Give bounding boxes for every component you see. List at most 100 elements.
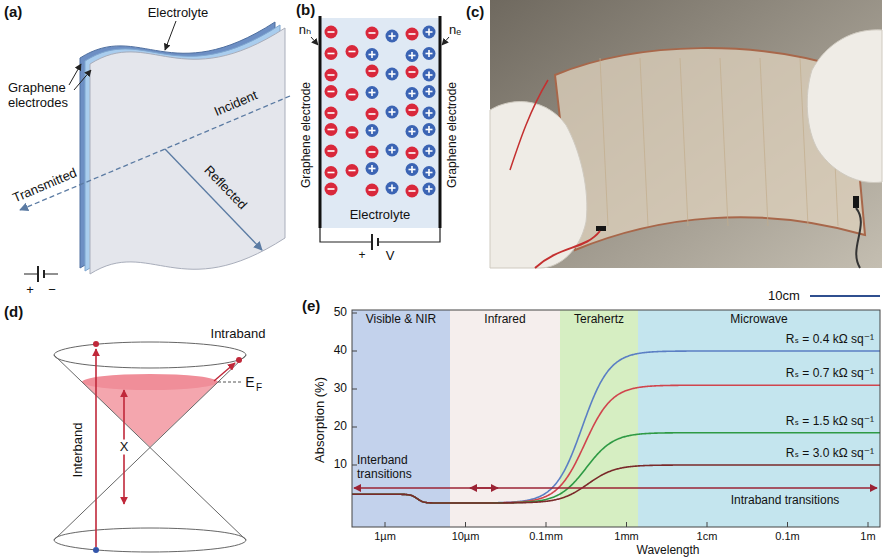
glove bbox=[490, 102, 587, 268]
ion-sign bbox=[411, 128, 413, 135]
battery-plate bbox=[37, 266, 39, 282]
ion-sign bbox=[428, 110, 430, 117]
tick-label: 1cm bbox=[697, 530, 718, 543]
wire bbox=[510, 80, 548, 170]
polarity-sign: + bbox=[26, 283, 34, 298]
tick-label: 10µm bbox=[452, 530, 480, 543]
ion-sign bbox=[428, 169, 430, 176]
cation bbox=[386, 106, 399, 119]
interband-arrow bbox=[95, 349, 97, 547]
cation bbox=[366, 162, 379, 175]
battery-plate bbox=[43, 270, 45, 278]
cone-rim bbox=[54, 342, 246, 368]
anion bbox=[346, 45, 359, 58]
cation bbox=[423, 145, 436, 158]
sheet-stripe bbox=[760, 58, 768, 226]
ion-sign bbox=[328, 112, 335, 114]
ion-sign bbox=[428, 148, 430, 155]
cone-rim bbox=[54, 528, 246, 552]
scale-bar bbox=[810, 295, 880, 297]
transition-label: Interband bbox=[71, 423, 86, 478]
cation bbox=[423, 183, 436, 196]
ion-sign bbox=[391, 109, 393, 116]
curve-label: Rₛ = 0.7 kΩ sq⁻¹ bbox=[786, 367, 874, 381]
tick-mark bbox=[352, 427, 357, 428]
anion bbox=[325, 47, 338, 60]
tick-label: 30 bbox=[334, 382, 347, 396]
tick-label: 10 bbox=[334, 458, 347, 472]
cation bbox=[423, 85, 436, 98]
voltage-label: V bbox=[386, 249, 395, 264]
panel-label: (e) bbox=[302, 297, 320, 314]
ion-sign bbox=[369, 32, 376, 34]
electrolyte-cell bbox=[311, 16, 449, 250]
tick-label: 0.1m bbox=[775, 530, 799, 543]
tick-mark bbox=[626, 522, 627, 527]
cation bbox=[406, 163, 419, 176]
photo-background bbox=[490, 0, 882, 268]
ion-sign bbox=[409, 71, 416, 73]
ion-sign bbox=[391, 33, 393, 40]
reflected-beam bbox=[165, 149, 262, 250]
ion-sign bbox=[409, 33, 416, 35]
tick-label: 1mm bbox=[614, 530, 638, 543]
tick-label: 50 bbox=[334, 306, 347, 320]
device-photo bbox=[490, 0, 882, 268]
ion-sign bbox=[428, 126, 430, 133]
beam-label: Incident bbox=[212, 88, 260, 120]
node-text: Visible & NIR bbox=[366, 313, 436, 327]
ion-sign bbox=[328, 53, 335, 55]
cation bbox=[386, 30, 399, 43]
cation bbox=[386, 68, 399, 81]
transition-label: Intraband transitions bbox=[731, 494, 840, 508]
ion-sign bbox=[328, 31, 335, 33]
ion-sign bbox=[391, 147, 393, 154]
anion bbox=[406, 66, 419, 79]
polarity-sign: + bbox=[358, 249, 365, 263]
ion-sign bbox=[328, 150, 335, 152]
ion-sign bbox=[349, 51, 356, 53]
axis-title: Wavelength bbox=[637, 544, 700, 558]
axis-title: Absorption (%) bbox=[313, 377, 328, 463]
node-text: Microwave bbox=[730, 313, 787, 327]
ion-sign bbox=[371, 51, 373, 58]
sheet-stripe bbox=[600, 58, 608, 226]
ion-sign bbox=[428, 72, 430, 79]
cation bbox=[423, 107, 436, 120]
cation bbox=[423, 166, 436, 179]
polarity-sign: − bbox=[48, 283, 56, 298]
fermi-surface bbox=[82, 374, 218, 390]
cation bbox=[366, 124, 379, 137]
ion-sign bbox=[369, 70, 376, 72]
beam-label: Transmitted bbox=[11, 166, 80, 206]
leader-arrow bbox=[165, 21, 176, 50]
tick-mark bbox=[868, 522, 869, 527]
tick-mark bbox=[787, 522, 788, 527]
transition-label: Intraband bbox=[211, 327, 266, 342]
curve-label: Rₛ = 1.5 kΩ sq⁻¹ bbox=[786, 415, 874, 429]
ion-sign bbox=[409, 109, 416, 111]
glove bbox=[807, 30, 882, 183]
ion-sign bbox=[328, 188, 335, 190]
plot-area bbox=[352, 351, 880, 503]
cone-edge bbox=[54, 355, 246, 540]
cation bbox=[423, 26, 436, 39]
beam-label: Reflected bbox=[201, 163, 250, 213]
tick-label: 0.1mm bbox=[529, 530, 563, 543]
ion-sign bbox=[428, 88, 430, 95]
tick-mark bbox=[385, 522, 386, 527]
cone-edge bbox=[54, 355, 246, 540]
panel-label: (a) bbox=[4, 3, 22, 20]
ion-sign bbox=[371, 165, 373, 172]
hole-dot bbox=[93, 547, 99, 553]
electrolyte-region: Electrolyte bbox=[320, 18, 440, 228]
sheet-stripe bbox=[680, 58, 688, 226]
anion bbox=[366, 184, 379, 197]
panel-label: (d) bbox=[4, 303, 23, 320]
tick-mark bbox=[546, 522, 547, 527]
cation bbox=[366, 48, 379, 61]
leader-arrow bbox=[69, 64, 81, 85]
anion bbox=[366, 146, 379, 159]
anion bbox=[346, 164, 359, 177]
tick-mark bbox=[352, 389, 357, 390]
